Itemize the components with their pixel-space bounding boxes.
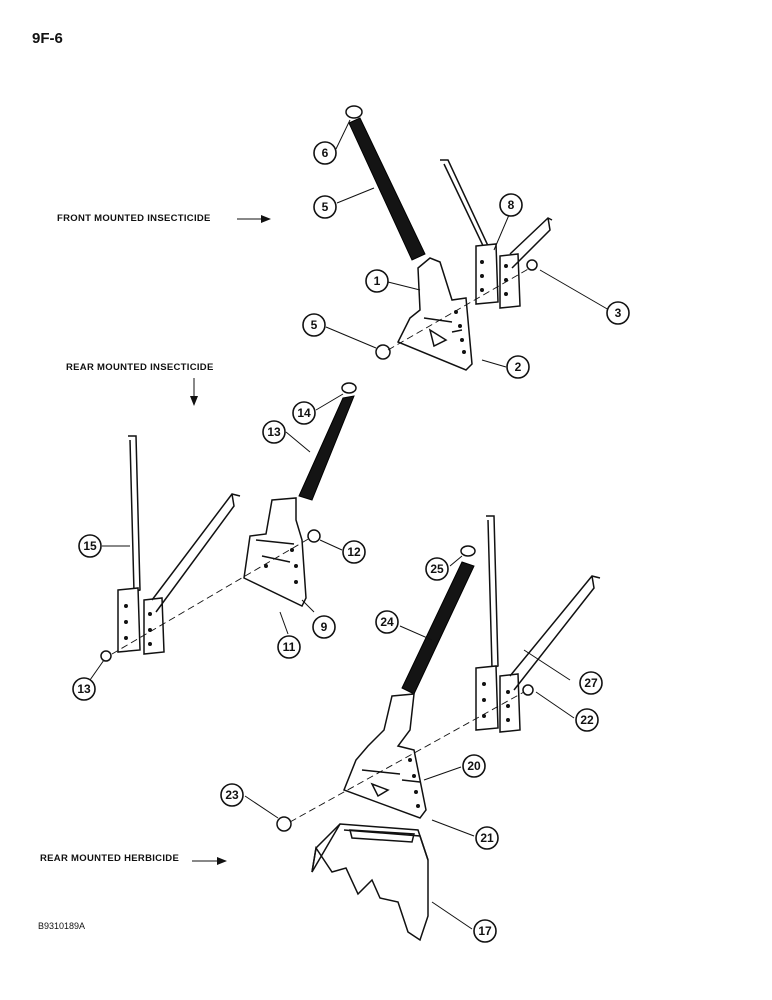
svg-text:13: 13 — [77, 682, 91, 696]
svg-text:1: 1 — [374, 274, 381, 288]
callout-17: 15 — [78, 534, 102, 558]
svg-text:17: 17 — [478, 924, 492, 938]
svg-text:8: 8 — [508, 198, 515, 212]
svg-text:2: 2 — [515, 360, 522, 374]
callout-12: 11 — [277, 635, 301, 659]
shield-20-part — [311, 823, 429, 942]
bracket-11-part — [243, 497, 307, 607]
svg-text:14: 14 — [297, 406, 311, 420]
callout-20: 17 — [473, 919, 497, 943]
svg-text:25: 25 — [430, 562, 444, 576]
callout-22: 21 — [475, 826, 499, 850]
rear-insecticide-assembly — [100, 382, 357, 662]
bolt-23-part — [522, 684, 534, 696]
callout-14: 12 — [342, 540, 366, 564]
callout-21: 20 — [462, 754, 486, 778]
callout-2: 2 — [506, 355, 530, 379]
svg-text:22: 22 — [580, 713, 594, 727]
svg-text:5: 5 — [311, 318, 318, 332]
front-assembly — [345, 105, 553, 371]
cap-8-part — [345, 105, 363, 119]
rod-rear-part — [486, 515, 499, 670]
svg-text:23: 23 — [225, 788, 239, 802]
svg-text:3: 3 — [615, 306, 622, 320]
nut-5-part — [375, 344, 391, 360]
svg-text:9: 9 — [321, 620, 328, 634]
svg-text:27: 27 — [584, 676, 598, 690]
callout-9: 8 — [499, 193, 523, 217]
svg-text:12: 12 — [347, 545, 361, 559]
nut-14-part — [307, 529, 321, 543]
rod-9-part — [440, 159, 491, 254]
leader-lines — [89, 119, 610, 930]
callout-23: 22 — [575, 708, 599, 732]
nut-24-part — [276, 816, 292, 832]
bracket-1-part — [396, 257, 473, 371]
label-rear-mounted-herbicide: REAR MOUNTED HERBICIDE — [40, 853, 180, 864]
callout-1: 1 — [365, 269, 389, 293]
callout-15: 13 — [262, 420, 286, 444]
callout-16: 14 — [292, 401, 316, 425]
bolt-13-part — [100, 650, 112, 662]
callout-26: 25 — [425, 557, 449, 581]
rear-herbicide-assembly — [276, 515, 601, 942]
callout-11: 9 — [312, 615, 336, 639]
page-number: 9F-6 — [32, 30, 63, 47]
bracket-21-part — [343, 693, 427, 819]
tube-6-part — [348, 117, 426, 261]
strap-17-part — [117, 587, 165, 655]
callout-8: 6 — [313, 141, 337, 165]
cap-26-part — [460, 545, 476, 557]
svg-text:11: 11 — [283, 640, 296, 654]
svg-text:6: 6 — [322, 146, 329, 160]
label-front-mounted-insecticide: FRONT MOUNTED INSECTICIDE — [57, 213, 211, 224]
svg-text:13: 13 — [267, 425, 281, 439]
cap-16-part — [341, 382, 357, 394]
label-rear-mounted-insecticide: REAR MOUNTED INSECTICIDE — [66, 362, 214, 373]
rod-17-part — [128, 435, 141, 594]
bolt-3-part — [526, 259, 538, 271]
svg-text:5: 5 — [322, 200, 329, 214]
svg-text:24: 24 — [380, 615, 394, 629]
callout-6: 5 — [313, 195, 337, 219]
callout-13: 13 — [72, 677, 96, 701]
figure-id: B9310189A — [38, 921, 86, 931]
svg-text:15: 15 — [83, 539, 97, 553]
strap-9-part — [475, 243, 521, 309]
callout-24: 23 — [220, 783, 244, 807]
tube-15-part — [298, 395, 355, 501]
svg-text:20: 20 — [467, 759, 481, 773]
tube-25-part — [401, 561, 475, 695]
callout-27: 27 — [579, 671, 603, 695]
callout-3: 3 — [606, 301, 630, 325]
callout-5: 5 — [302, 313, 326, 337]
callout-25: 24 — [375, 610, 399, 634]
svg-text:21: 21 — [480, 831, 494, 845]
